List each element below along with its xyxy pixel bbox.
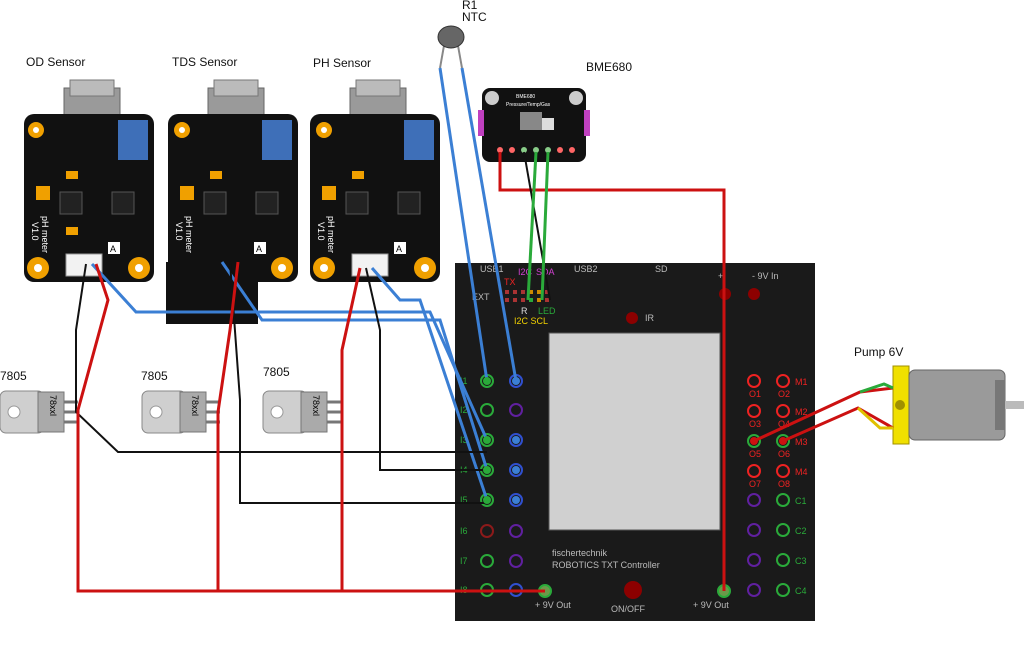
wire-tds-gnd: [229, 261, 487, 504]
regulator-3: 78xxl: [262, 390, 341, 434]
regulator-2-label: 7805: [141, 369, 168, 383]
od-board-title: pH meter: [40, 216, 50, 253]
motor-m4-label: M4: [795, 467, 808, 477]
i2c-label: I2C: [518, 267, 533, 277]
regulator-2-chip: 78xxl: [190, 395, 200, 416]
brand-label: fischertechnik: [552, 548, 608, 558]
input-i5-label: I5: [460, 495, 468, 505]
wire-tds-power: [216, 261, 240, 591]
wire-pump-yellow: [856, 406, 893, 430]
wire-tds-signal: [220, 261, 489, 471]
counter-c2-label: C2: [795, 526, 807, 536]
onoff-label: ON/OFF: [611, 604, 645, 614]
input-i6-label: I6: [460, 526, 468, 536]
usb1-label: USB1: [480, 264, 504, 274]
input-i3-label: I3: [460, 435, 468, 445]
bme-board-top: BME680: [516, 94, 535, 100]
output-o3-label: O3: [749, 419, 761, 429]
regulator-1-label: 7805: [0, 369, 27, 383]
regulator-3-chip: 78xxl: [311, 395, 321, 416]
wire-ph-signal: [370, 267, 489, 501]
output-o7-label: O7: [749, 479, 761, 489]
bme-board-sub: Pressure/Temp/Gas: [506, 102, 551, 108]
wire-ntc-b: [460, 67, 518, 382]
output-o8-label: O8: [778, 479, 790, 489]
usb2-label: USB2: [574, 264, 598, 274]
motor-m1-label: M1: [795, 377, 808, 387]
regulator-2: 78xxl: [141, 390, 220, 434]
bme680-label: BME680: [586, 60, 632, 74]
ph-sensor-board: pH meter V1.0 A: [310, 79, 440, 282]
regulator-3-label: 7805: [263, 365, 290, 379]
wire-bme-gnd: [523, 151, 551, 301]
power-in-label: - 9V In: [752, 271, 779, 281]
ph-sensor-label: PH Sensor: [313, 56, 371, 70]
wire-bme-sdo: [540, 151, 550, 301]
r1-label: R1: [462, 0, 478, 12]
regulator-1: 78xxl: [0, 390, 78, 434]
wire-bme-sck: [526, 151, 538, 301]
txt-controller: USB1 USB2 SD + - 9V In EXT TX I2C SDA R …: [455, 263, 815, 621]
output-o5-label: O5: [749, 449, 761, 459]
bme680-board: BME680 Pressure/Temp/Gas: [478, 88, 590, 162]
ph-board-corner: A: [396, 244, 402, 254]
plus9v-right-label: + 9V Out: [693, 600, 729, 610]
od-sensor-label: OD Sensor: [26, 55, 85, 69]
tds-sensor-label: TDS Sensor: [172, 55, 237, 69]
wire-ph-power: [340, 267, 362, 591]
motor-m2-label: M2: [795, 407, 808, 417]
ext-label: EXT: [472, 292, 490, 302]
wire-bme-vin: [498, 152, 726, 591]
i2c-scl-label: I2C SCL: [514, 316, 548, 326]
od-board-version: V1.0: [30, 222, 40, 241]
wire-od-power: [76, 263, 545, 593]
ir-label: IR: [645, 313, 655, 323]
od-sensor-board: pH meter V1.0 A: [24, 79, 154, 282]
ph-board-version: V1.0: [316, 222, 326, 241]
wire-ph-gnd: [365, 267, 487, 471]
tx-label: TX: [504, 277, 516, 287]
pump-motor: [892, 365, 1024, 445]
output-o1-label: O1: [749, 389, 761, 399]
input-i2-label: I2: [460, 405, 468, 415]
input-i7-label: I7: [460, 556, 468, 566]
counter-c3-label: C3: [795, 556, 807, 566]
input-i1-label: I1: [460, 376, 468, 386]
tds-board-title: pH meter: [184, 216, 194, 253]
motor-m3-label: M3: [795, 437, 808, 447]
model-label: ROBOTICS TXT Controller: [552, 560, 660, 570]
pump-label: Pump 6V: [854, 345, 903, 359]
counter-c4-label: C4: [795, 586, 807, 596]
regulator-1-chip: 78xxl: [48, 395, 58, 416]
tds-sensor-board: pH meter V1.0 A: [166, 79, 298, 324]
plus-label: +: [718, 271, 723, 281]
wire-pump-green: [859, 382, 894, 394]
r-label: R: [521, 306, 528, 316]
ntc-label: NTC: [462, 10, 487, 24]
ph-board-title: pH meter: [326, 216, 336, 253]
tds-board-version: V1.0: [174, 222, 184, 241]
counter-c1-label: C1: [795, 496, 807, 506]
wire-ntc-a: [438, 67, 489, 382]
sd-label: SD: [655, 264, 668, 274]
od-board-corner: A: [110, 244, 116, 254]
ntc-thermistor: [437, 25, 465, 69]
output-o4-label: O4: [778, 419, 790, 429]
output-o6-label: O6: [778, 449, 790, 459]
led-label: LED: [538, 306, 556, 316]
tds-board-corner: A: [256, 244, 262, 254]
plus9v-left-label: + 9V Out: [535, 600, 571, 610]
output-o2-label: O2: [778, 389, 790, 399]
